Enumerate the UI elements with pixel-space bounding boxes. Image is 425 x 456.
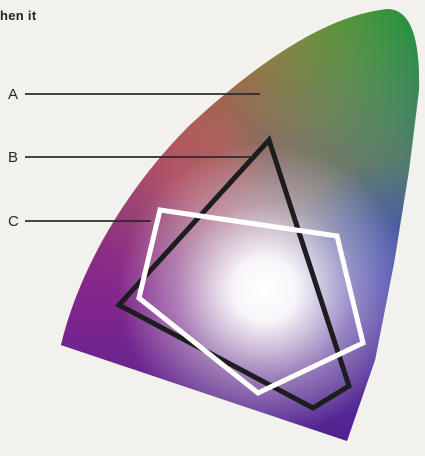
label-b: B <box>8 149 18 166</box>
label-c: C <box>8 213 19 230</box>
label-a: A <box>8 86 18 103</box>
